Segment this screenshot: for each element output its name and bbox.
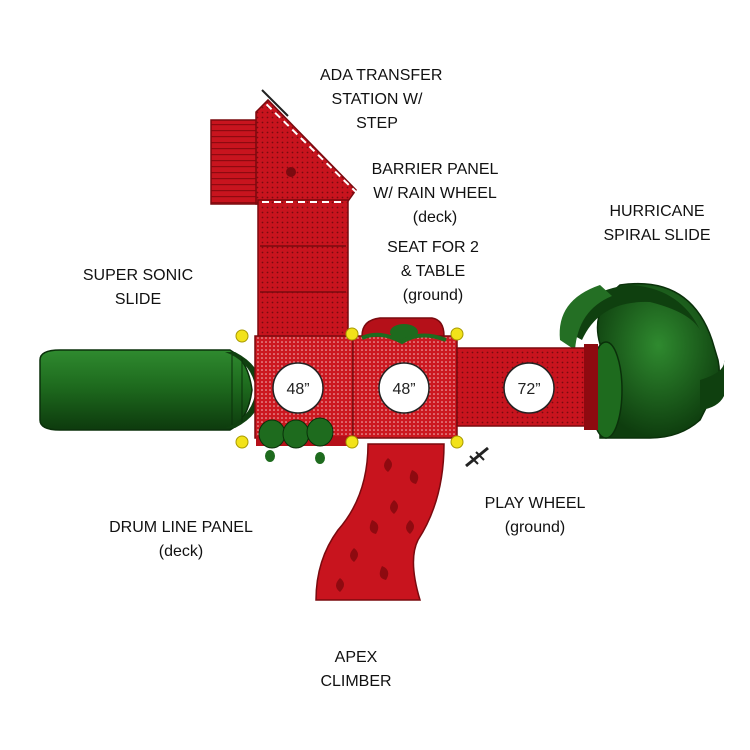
label-line: STEP [356, 115, 398, 132]
label-line: SUPER SONIC [82, 267, 194, 284]
deck-height-text: 48” [286, 381, 309, 398]
label-line: PLAY WHEEL [484, 495, 586, 512]
label-ada-transfer-station: ADA TRANSFER STATION W/ STEP [320, 64, 443, 136]
apex-climber [315, 443, 445, 601]
label-line: DRUM LINE PANEL [109, 519, 253, 536]
label-drum-line-panel: DRUM LINE PANEL (deck) [98, 516, 264, 564]
label-line: SLIDE [114, 291, 162, 308]
deck-height-badge-3: 72” [503, 362, 555, 414]
label-line: BARRIER PANEL [371, 161, 499, 178]
deck-height-badge-2: 48” [378, 362, 430, 414]
label-play-wheel: PLAY WHEEL (ground) [476, 492, 594, 540]
label-line: (deck) [412, 209, 458, 226]
deck-height-text: 72” [517, 381, 540, 398]
deck-height-badge-1: 48” [272, 362, 324, 414]
label-line: SEAT FOR 2 [387, 239, 479, 256]
label-line: STATION W/ [331, 91, 423, 108]
transfer-deck-ramp [257, 199, 349, 339]
label-seat-table: SEAT FOR 2 & TABLE (ground) [378, 236, 488, 308]
play-wheel [465, 446, 489, 468]
super-sonic-slide [39, 349, 262, 431]
drum-line-panel [256, 417, 354, 464]
deck-height-text: 48” [392, 381, 415, 398]
label-line: SPIRAL SLIDE [603, 227, 711, 244]
label-line: ADA TRANSFER [320, 67, 443, 84]
post-caps [235, 327, 464, 449]
barrier-panel-rain-wheel [361, 317, 447, 345]
hurricane-spiral-slide [559, 283, 725, 439]
label-super-sonic-slide: SUPER SONIC SLIDE [78, 264, 198, 312]
label-line: W/ RAIN WHEEL [373, 185, 497, 202]
label-line: (ground) [402, 287, 464, 304]
label-line: APEX [334, 649, 378, 666]
label-hurricane-spiral-slide: HURRICANE SPIRAL SLIDE [596, 200, 718, 248]
label-line: (ground) [504, 519, 566, 536]
ada-transfer-station [210, 89, 357, 205]
label-line: & TABLE [400, 263, 466, 280]
label-line: (deck) [158, 543, 204, 560]
label-line: HURRICANE [609, 203, 705, 220]
label-apex-climber: APEX CLIMBER [310, 646, 402, 694]
label-barrier-panel: BARRIER PANEL W/ RAIN WHEEL (deck) [360, 158, 510, 230]
label-line: CLIMBER [320, 673, 392, 690]
